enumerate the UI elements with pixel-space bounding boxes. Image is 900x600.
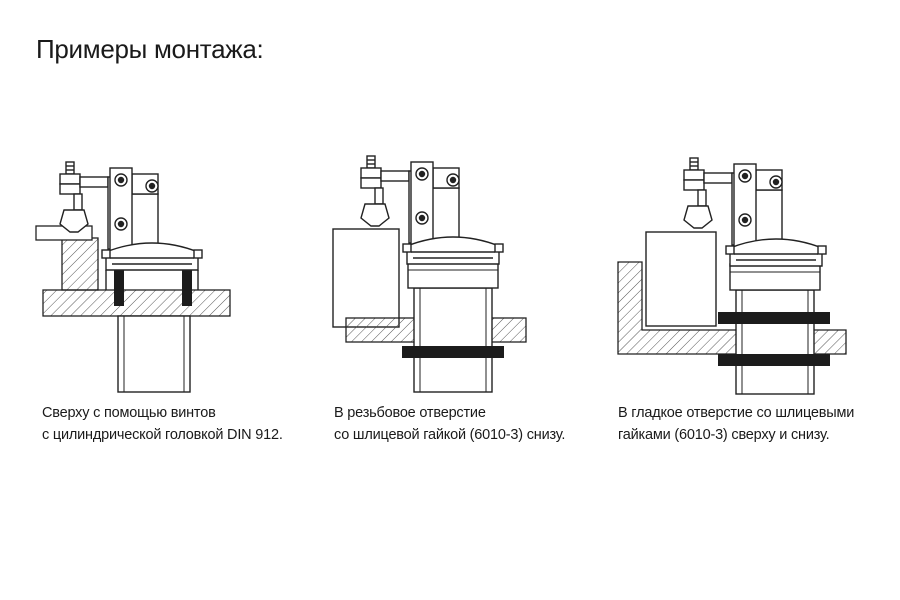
example-2-line-1: В резьбовое отверстие (334, 405, 486, 421)
example-2-line-2: со шлицевой гайкой (6010-3) снизу. (334, 427, 566, 443)
example-1-line-2: с цилиндрической головкой DIN 912. (42, 427, 283, 443)
example-3-line-1: В гладкое отверстие со шлицевыми (618, 405, 855, 421)
page-title: Примеры монтажа: (36, 34, 264, 64)
example-3-line-2: гайками (6010-3) сверху и снизу. (618, 427, 830, 443)
example-3-diagram (617, 157, 847, 395)
example-2-caption: В резьбовое отверстие со шлицевой гайкой… (334, 402, 565, 446)
example-3-caption: В гладкое отверстие со шлицевыми гайками… (618, 402, 854, 446)
example-1-line-1: Сверху с помощью винтов (42, 405, 216, 421)
example-1-diagram (35, 161, 231, 393)
example-2-diagram (332, 155, 527, 393)
example-1-caption: Сверху с помощью винтов с цилиндрической… (42, 402, 283, 446)
